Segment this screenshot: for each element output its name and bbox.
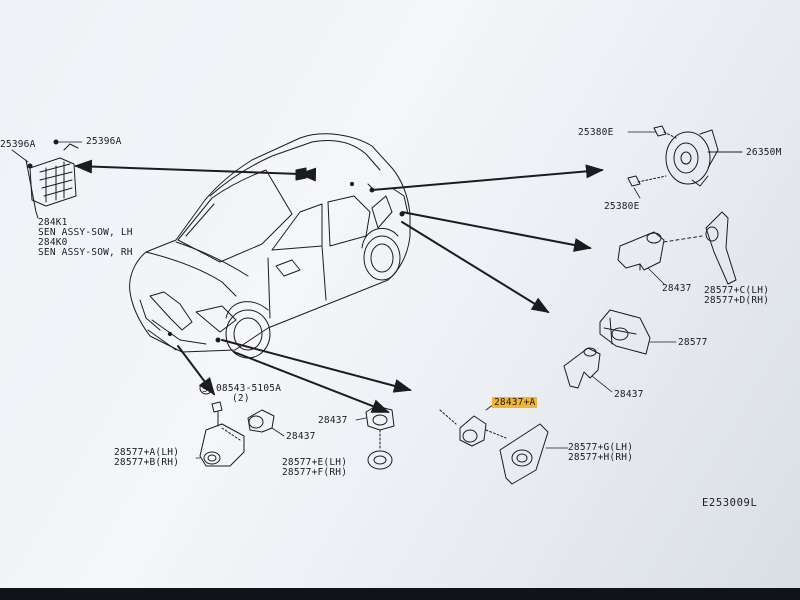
callout-arrows: [74, 159, 604, 413]
highlight-28437A: 28437+A: [492, 397, 538, 408]
part-number-25380E-top: 25380E: [578, 127, 614, 138]
part-number-25396A-left: 25396A: [0, 139, 36, 150]
part-number-284K0: 284K0: [38, 237, 68, 248]
bracket-28577GH-drawing: [499, 423, 569, 485]
center-sensor-drawing: [355, 405, 395, 470]
rear-sensor-bracket-drawing: [599, 309, 677, 355]
part-number-28577-E-F-line1: 28577+E(LH): [282, 457, 348, 468]
part-number-284K1: 284K1: [38, 217, 68, 228]
part-number-28437-right-upper: 28437: [662, 283, 692, 294]
svg-text:S: S: [202, 385, 207, 395]
part-number-28577-G-H-line1: 28577+G(LH): [568, 442, 634, 453]
part-number-28577-A-B-line2: 28577+B(RH): [114, 457, 180, 468]
rear-upper-sensor-drawing: [617, 211, 737, 285]
part-number-28577-E-F-line2: 28577+F(RH): [282, 467, 348, 478]
monitor-bezel: [0, 588, 800, 600]
sensor-lh-label: SEN ASSY-SOW, LH: [38, 227, 133, 238]
part-number-28437-left: 28437: [286, 431, 316, 442]
part-number-26350M: 26350M: [746, 147, 782, 158]
part-number-25396A-right: 25396A: [86, 136, 122, 147]
front-sensor-assembly-drawing: S: [195, 381, 285, 467]
sensor-rh-label: SEN ASSY-SOW, RH: [38, 247, 133, 258]
diagram-reference-code: E253009L: [702, 497, 758, 509]
sensor-28437A-drawing: [439, 403, 507, 447]
part-number-08543-5105A: 08543-5105A: [216, 383, 282, 394]
part-number-25380E-bottom: 25380E: [604, 201, 640, 212]
horn-drawing: [627, 125, 743, 199]
part-number-28437-right-lower: 28437: [614, 389, 644, 400]
part-number-28577-A-B-line1: 28577+A(LH): [114, 447, 180, 458]
part-quantity-08543: (2): [232, 393, 250, 404]
part-number-28437A-highlighted: 28437+A: [492, 397, 538, 408]
blind-spot-sensor-drawing: [11, 139, 83, 219]
part-number-28437-center: 28437: [318, 415, 348, 426]
part-number-28577-C-D-line1: 28577+C(LH): [704, 285, 770, 296]
part-number-28577-right: 28577: [678, 337, 708, 348]
part-number-28577-G-H-line2: 28577+H(RH): [568, 452, 634, 463]
vehicle-outline: [129, 133, 411, 359]
part-number-28577-C-D-line2: 28577+D(RH): [704, 295, 770, 306]
rear-lower-sensor-drawing: [563, 347, 613, 393]
